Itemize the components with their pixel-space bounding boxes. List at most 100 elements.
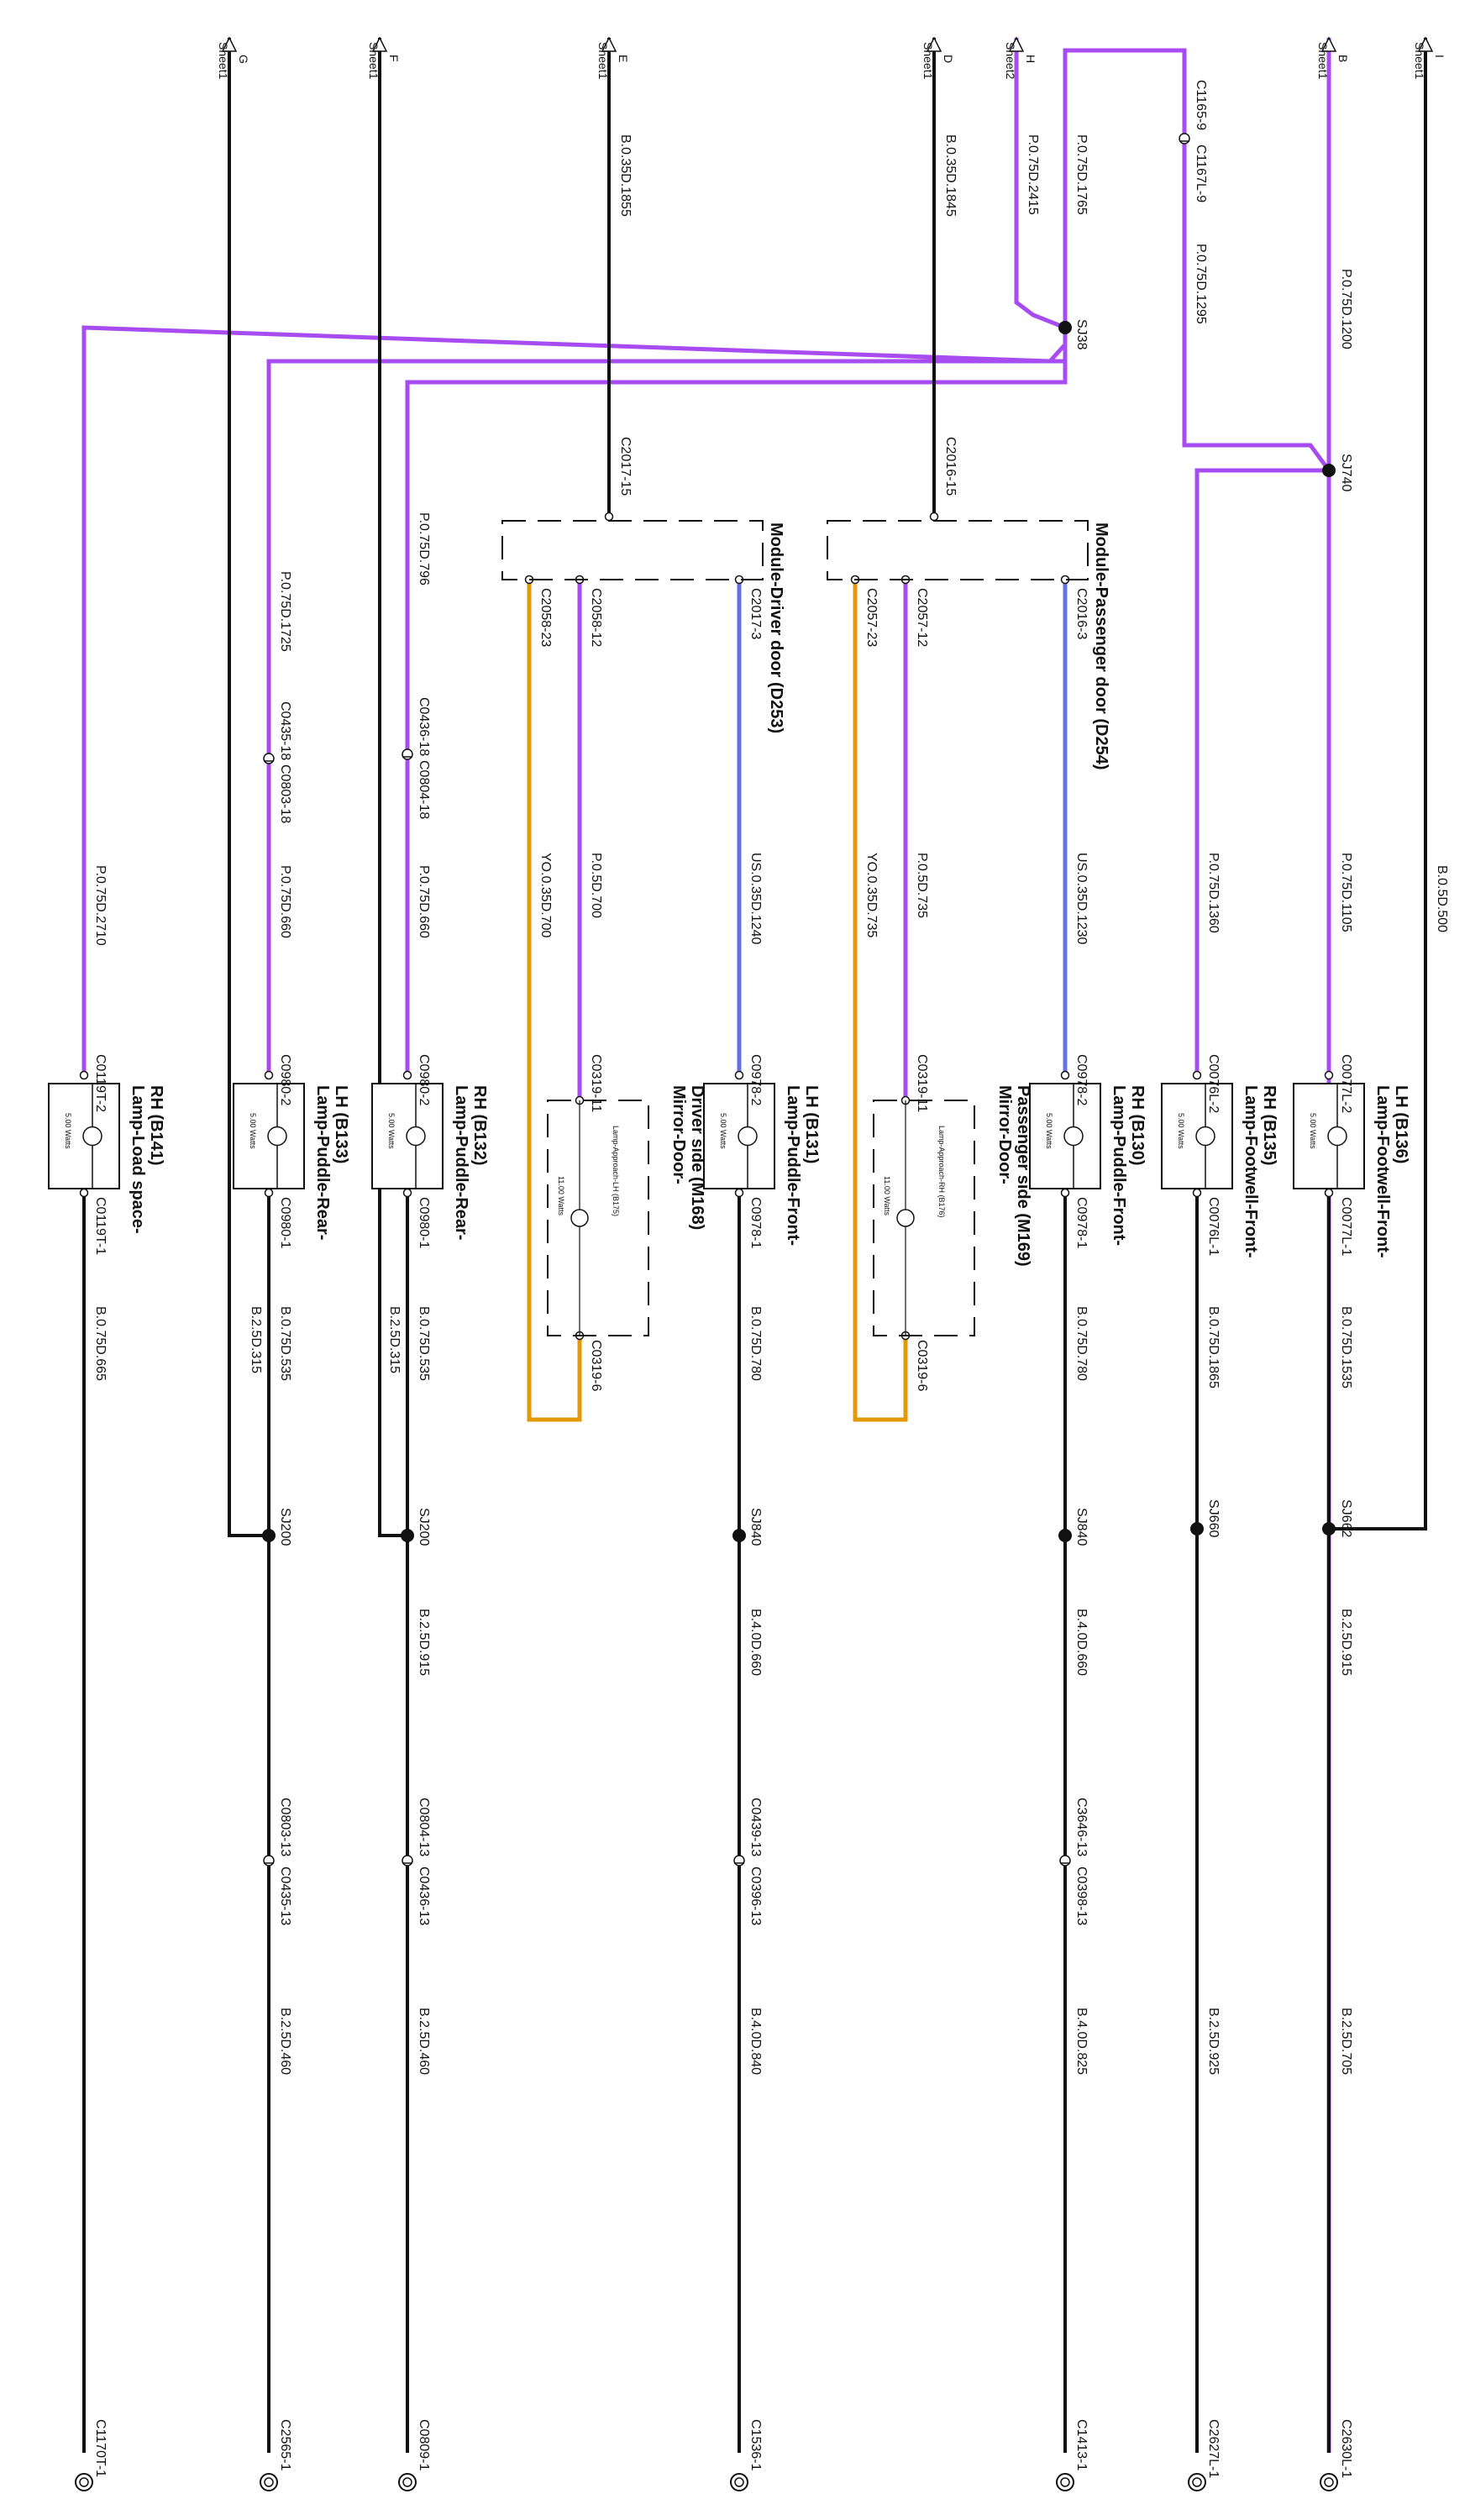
component-title-line: Lamp-Puddle-Front- — [1110, 1085, 1128, 1246]
connector-pin — [604, 512, 614, 522]
wire-label: B.2.5D.460 — [278, 2008, 292, 2075]
connector-label: C0076L-1 — [1206, 1197, 1221, 1256]
wire-label: P.0.75D.796 — [417, 512, 431, 585]
splice-label: SJ660 — [1206, 1499, 1221, 1537]
inline-connector — [263, 1855, 275, 1866]
module-title: Module-Driver door (D253) — [767, 522, 785, 733]
inline-connector — [263, 753, 275, 764]
wire-label: B.0.35D.1845 — [943, 134, 958, 217]
wire-label: P.0.5D.735 — [915, 853, 929, 918]
connector-pin — [1324, 1070, 1334, 1080]
sheet-letter: B — [1336, 55, 1350, 62]
connector-label: C2057-12 — [915, 588, 929, 647]
connector-pin — [1060, 1070, 1070, 1080]
wire-label: B.2.5D.705 — [1339, 2008, 1353, 2075]
connector-pin — [734, 1188, 744, 1198]
connector-label: C0077L-2 — [1339, 1054, 1353, 1113]
connector-label: C2627L-1 — [1206, 2419, 1221, 2478]
wire-label: P.0.5D.700 — [589, 853, 603, 918]
ground-terminal-inner — [1192, 2477, 1202, 2487]
component-title-line: LH (B136) — [1392, 1085, 1410, 1163]
sheet-name: Sheet1 — [217, 42, 230, 80]
wire-sj38-loadspace — [81, 325, 1068, 1079]
inline-connector — [1179, 133, 1190, 144]
splice-node — [732, 1529, 746, 1542]
wire-label: P.0.75D.1200 — [1339, 269, 1353, 349]
ground-terminal — [1188, 2473, 1206, 2491]
sheet-letter: G — [237, 55, 250, 64]
component-title-line: LH (B133) — [332, 1085, 350, 1163]
connector-pin — [1060, 1188, 1070, 1198]
lamp-bulb-icon — [406, 1126, 426, 1147]
ground-terminal — [1056, 2473, 1074, 2491]
mirror-title-line: Mirror-Door- — [995, 1085, 1014, 1184]
connector-label: C0803-18 — [278, 764, 292, 823]
connector-label: C3646-13 — [1074, 1798, 1089, 1856]
wire-label: P.0.75D.1295 — [1194, 244, 1208, 324]
inline-connector — [402, 748, 413, 760]
splice-label: SJ840 — [748, 1508, 763, 1546]
connector-label: C2017-3 — [748, 588, 763, 639]
wire-label: B.4.0D.840 — [748, 2008, 763, 2075]
sheet-letter: I — [1433, 55, 1446, 58]
splice-node — [1322, 464, 1336, 477]
sheet-name: Sheet1 — [596, 42, 610, 80]
sheet-arrow-icon — [1320, 36, 1337, 52]
ground-terminal-inner — [1060, 2477, 1070, 2487]
approach-lamp-icon — [896, 1209, 915, 1227]
wire-label: B.4.0D.660 — [748, 1609, 763, 1676]
splice-label: SJ200 — [278, 1508, 292, 1546]
wire-label: P.0.75D.1725 — [278, 571, 292, 652]
connector-label: C0439-13 — [748, 1798, 763, 1856]
wire-label: B.0.35D.1855 — [618, 134, 633, 217]
wire-label: US.0.35D.1230 — [1074, 853, 1089, 945]
connector-label: C0980-1 — [417, 1197, 431, 1248]
module-driver-door-box — [501, 520, 764, 580]
wire-label: P.0.75D.1105 — [1339, 853, 1353, 932]
wire-label: P.0.75D.660 — [278, 865, 292, 938]
connector-label: C1413-1 — [1074, 2419, 1089, 2470]
ground-terminal-inner — [79, 2477, 89, 2487]
sheet-arrow-icon — [926, 36, 942, 52]
connector-label: C2017-15 — [618, 437, 633, 496]
sheet-name: Sheet2 — [1004, 42, 1017, 80]
connector-label: C0319-11 — [915, 1054, 929, 1112]
connector-label: C1536-1 — [748, 2419, 763, 2470]
component-title-line: RH (B130) — [1128, 1085, 1147, 1166]
connector-label: C2058-12 — [589, 588, 603, 647]
sheet-arrow-icon — [601, 36, 617, 52]
connector-label: C0803-13 — [278, 1798, 292, 1856]
connector-pin — [402, 1070, 412, 1080]
component-title-line: Lamp-Footwell-Front- — [1373, 1085, 1392, 1258]
component-title: Lamp-Footwell-Front-LH (B136) — [1373, 1085, 1410, 1258]
wire-label: B.2.5D.460 — [417, 2008, 431, 2075]
wire-label: B.0.75D.1535 — [1339, 1306, 1353, 1389]
splice-node — [1190, 1522, 1204, 1536]
ground-terminal — [730, 2473, 748, 2491]
wire-label: B.0.75D.780 — [1074, 1306, 1089, 1381]
splice-label: SJ840 — [1074, 1508, 1089, 1546]
parts-layer — [48, 36, 1434, 2491]
component-title-line: Lamp-Load space- — [129, 1085, 147, 1234]
approach-lamp-rating: 11.00 Watts — [557, 1176, 565, 1216]
mirror-title: Mirror-Door-Passenger side (M169) — [995, 1085, 1032, 1267]
connector-label: C0978-1 — [1074, 1197, 1089, 1248]
wire-sj38-rear-rh — [405, 328, 1068, 1079]
wire-i — [1329, 38, 1427, 1530]
inline-connector — [402, 1855, 413, 1866]
connector-label: C0978-2 — [1074, 1054, 1089, 1105]
sheet-arrow-icon — [221, 36, 238, 52]
connector-label: C0809-1 — [417, 2419, 431, 2470]
connector-pin — [1192, 1070, 1202, 1080]
connector-label: C2016-15 — [943, 437, 958, 496]
splice-label: SJ740 — [1339, 454, 1353, 491]
connector-label: C2016-3 — [1074, 588, 1089, 639]
component-title-line: Lamp-Puddle-Front- — [784, 1085, 802, 1246]
connector-label: C0319-6 — [915, 1340, 929, 1391]
splice-node — [1058, 1529, 1072, 1542]
connector-pin — [79, 1070, 89, 1080]
component-title-line: Lamp-Puddle-Rear- — [452, 1085, 470, 1240]
lamp-bulb-icon — [267, 1126, 287, 1147]
sheet-letter: H — [1024, 55, 1037, 63]
connector-label: C0436-13 — [417, 1866, 431, 1925]
